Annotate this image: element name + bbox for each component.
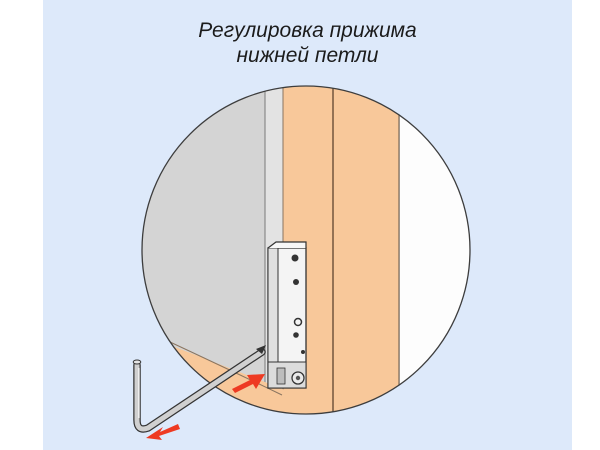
magnified-view: [142, 86, 470, 414]
title-line-2: нижней петли: [236, 44, 379, 67]
lower-hinge: [267, 241, 307, 389]
hex-key-icon: [132, 345, 266, 433]
magnifier-circle: [141, 85, 471, 415]
wall-area: [400, 86, 470, 414]
title-line-1: Регулировка прижима: [198, 19, 417, 42]
push-arrow-icon: [232, 374, 265, 393]
frame-profile-wood: [335, 86, 399, 414]
diagram-title: Регулировка прижима нижней петли: [43, 18, 572, 68]
pull-arrow-icon: [146, 424, 180, 440]
